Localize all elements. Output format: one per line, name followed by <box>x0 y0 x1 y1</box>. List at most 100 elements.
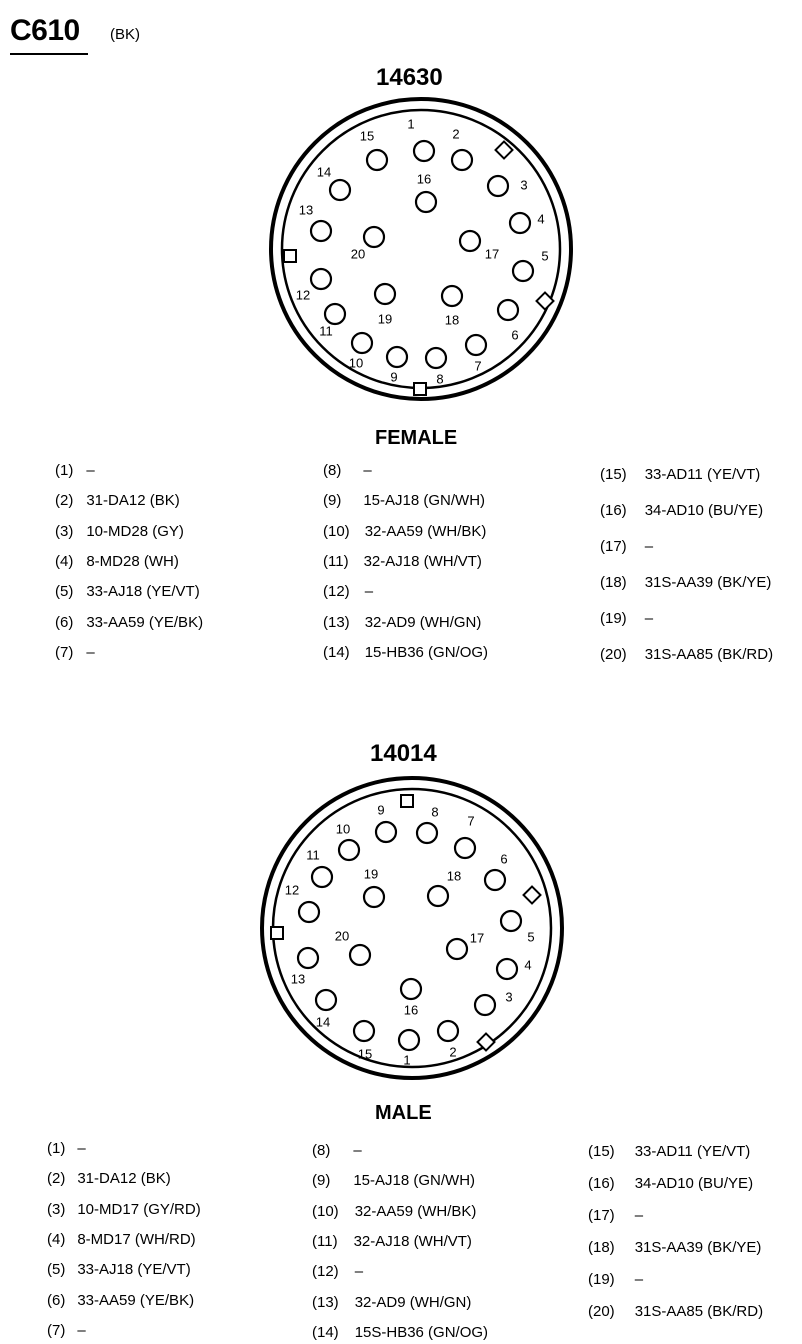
male-pin-label-1: 1 <box>403 1052 410 1067</box>
wire-circuit: – <box>634 1271 644 1288</box>
male-pin-label-13: 13 <box>291 971 305 986</box>
pin-number: (10) <box>323 522 350 540</box>
male-pin-socket-6 <box>483 868 507 892</box>
male-pin-row: (2)31-DA12 (BK) <box>47 1170 171 1187</box>
female-pin-socket-13 <box>309 219 333 243</box>
male-pin-row: (4)8-MD17 (WH/RD) <box>47 1231 196 1248</box>
female-pin-row: (17)– <box>600 538 653 555</box>
male-key-notch <box>476 1032 496 1052</box>
male-pin-row: (3)10-MD17 (GY/RD) <box>47 1201 201 1218</box>
female-pin-label-18: 18 <box>445 312 459 327</box>
male-pin-socket-4 <box>495 957 519 981</box>
female-pin-label-8: 8 <box>436 371 443 386</box>
female-pin-socket-19 <box>373 282 397 306</box>
male-pin-label-10: 10 <box>336 821 350 836</box>
wire-circuit: – <box>86 462 95 479</box>
wire-circuit: – <box>634 1207 644 1224</box>
female-pin-row: (20)31S-AA85 (BK/RD) <box>600 646 773 663</box>
pin-number: (6) <box>47 1291 66 1309</box>
female-pin-socket-2 <box>450 148 474 172</box>
male-pin-socket-2 <box>436 1019 460 1043</box>
female-pin-label-13: 13 <box>299 202 313 217</box>
female-pin-socket-18 <box>440 284 464 308</box>
male-pin-label-12: 12 <box>285 882 299 897</box>
pin-number: (8) <box>323 462 342 479</box>
female-pin-row: (9)15-AJ18 (GN/WH) <box>323 492 485 509</box>
wire-circuit: 31-DA12 (BK) <box>86 492 180 510</box>
male-pin-row: (10) 32-AA59 (WH/BK) <box>312 1203 476 1220</box>
pin-number: (4) <box>55 552 74 570</box>
male-pin-label-14: 14 <box>316 1014 330 1029</box>
wire-circuit: 32-AD9 (WH/GN) <box>354 1293 472 1311</box>
female-pin-row: (13)32-AD9 (WH/GN) <box>323 614 481 631</box>
male-pin-label-7: 7 <box>467 813 474 828</box>
wire-circuit: 15-HB36 (GN/OG) <box>364 643 489 661</box>
female-pin-row: (19)– <box>600 610 653 627</box>
female-pin-label-15: 15 <box>360 128 374 143</box>
female-pin-label-3: 3 <box>520 177 527 192</box>
male-pin-socket-18 <box>426 884 450 908</box>
wire-circuit: 34-AD10 (BU/YE) <box>634 1175 754 1192</box>
wire-circuit: – <box>86 643 95 661</box>
male-pin-row: (1)– <box>47 1140 86 1157</box>
pin-number: (9) <box>323 492 342 510</box>
female-pin-socket-9 <box>385 345 409 369</box>
female-pin-socket-10 <box>350 331 374 355</box>
female-pin-socket-16 <box>414 190 438 214</box>
male-key-notch <box>270 926 284 940</box>
male-pin-socket-1 <box>397 1028 421 1052</box>
connector-color: (BK) <box>110 26 140 43</box>
wire-circuit: 10-MD28 (GY) <box>86 522 184 540</box>
female-pin-label-19: 19 <box>378 311 392 326</box>
wire-circuit: 32-AD9 (WH/GN) <box>364 613 482 631</box>
female-pin-row: (16)34-AD10 (BU/YE) <box>600 502 763 519</box>
male-pin-socket-20 <box>348 943 372 967</box>
female-pin-socket-11 <box>323 302 347 326</box>
pin-number: (5) <box>47 1261 66 1279</box>
wire-circuit: 10-MD17 (GY/RD) <box>77 1200 201 1218</box>
male-pin-row: (19)– <box>588 1271 643 1288</box>
female-pin-label-14: 14 <box>317 164 331 179</box>
pin-number: (14) <box>323 643 350 661</box>
female-pin-row: (5)33-AJ18 (YE/VT) <box>55 583 200 600</box>
pin-number: (12) <box>312 1263 339 1281</box>
wire-circuit: 32-AA59 (WH/BK) <box>364 522 487 540</box>
female-pin-label-10: 10 <box>349 355 363 370</box>
pin-number: (18) <box>600 574 627 591</box>
male-key-notch <box>400 794 414 808</box>
pin-number: (16) <box>588 1175 615 1192</box>
pin-number: (3) <box>55 522 74 540</box>
wire-circuit: 31S-AA39 (BK/YE) <box>634 1239 762 1256</box>
female-pin-label-20: 20 <box>351 246 365 261</box>
pin-number: (11) <box>312 1232 338 1250</box>
wire-circuit: 32-AA59 (WH/BK) <box>354 1202 477 1220</box>
female-pin-label-12: 12 <box>296 287 310 302</box>
pin-number: (10) <box>312 1202 339 1220</box>
female-key-notch <box>535 291 555 311</box>
male-pin-label-20: 20 <box>335 928 349 943</box>
female-pin-row: (12)– <box>323 583 373 600</box>
male-pin-socket-19 <box>362 885 386 909</box>
pin-number: (8) <box>312 1142 331 1159</box>
male-pin-row: (14)15S-HB36 (GN/OG) <box>312 1324 488 1341</box>
male-pin-label-3: 3 <box>505 989 512 1004</box>
female-pin-socket-1 <box>412 139 436 163</box>
male-pin-socket-12 <box>297 900 321 924</box>
male-pin-label-5: 5 <box>527 929 534 944</box>
male-pin-row: (6)33-AA59 (YE/BK) <box>47 1292 194 1309</box>
male-pin-socket-7 <box>453 836 477 860</box>
female-pin-socket-3 <box>486 174 510 198</box>
wire-circuit: 15-AJ18 (GN/WH) <box>353 1172 476 1190</box>
wire-circuit: 31S-AA85 (BK/RD) <box>634 1303 764 1320</box>
wire-circuit: 8-MD28 (WH) <box>86 552 179 570</box>
male-key-notch <box>522 885 542 905</box>
male-outer-ring <box>260 776 564 1080</box>
male-part-number: 14014 <box>370 740 437 767</box>
pin-number: (7) <box>47 1321 66 1339</box>
wire-circuit: 33-AJ18 (YE/VT) <box>86 583 200 601</box>
female-pin-row: (7)– <box>55 644 95 661</box>
female-pin-socket-8 <box>424 346 448 370</box>
male-pin-label-8: 8 <box>431 804 438 819</box>
